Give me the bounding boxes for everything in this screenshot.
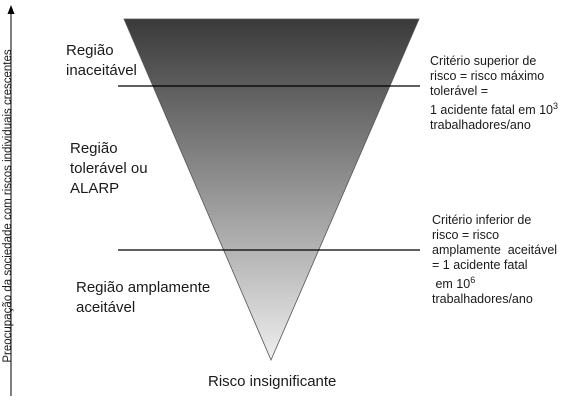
unacceptable-region-label: Região inaceitável bbox=[66, 42, 137, 79]
upper-criterion-text: Critério superior de risco = risco máxim… bbox=[430, 54, 559, 133]
y-axis-arrowhead bbox=[7, 5, 15, 14]
negligible-risk-label: Risco insignificante bbox=[208, 373, 337, 390]
acceptable-region-label: Região amplamente aceitável bbox=[76, 279, 211, 316]
lower-criterion-text: Critério inferior de risco = risco ampla… bbox=[432, 213, 558, 307]
risk-triangle bbox=[123, 18, 420, 362]
tolerable-region-label: Região tolerável ou ALARP bbox=[70, 140, 148, 197]
y-axis-label: Preocupação da sociedade com riscos indi… bbox=[2, 49, 14, 363]
